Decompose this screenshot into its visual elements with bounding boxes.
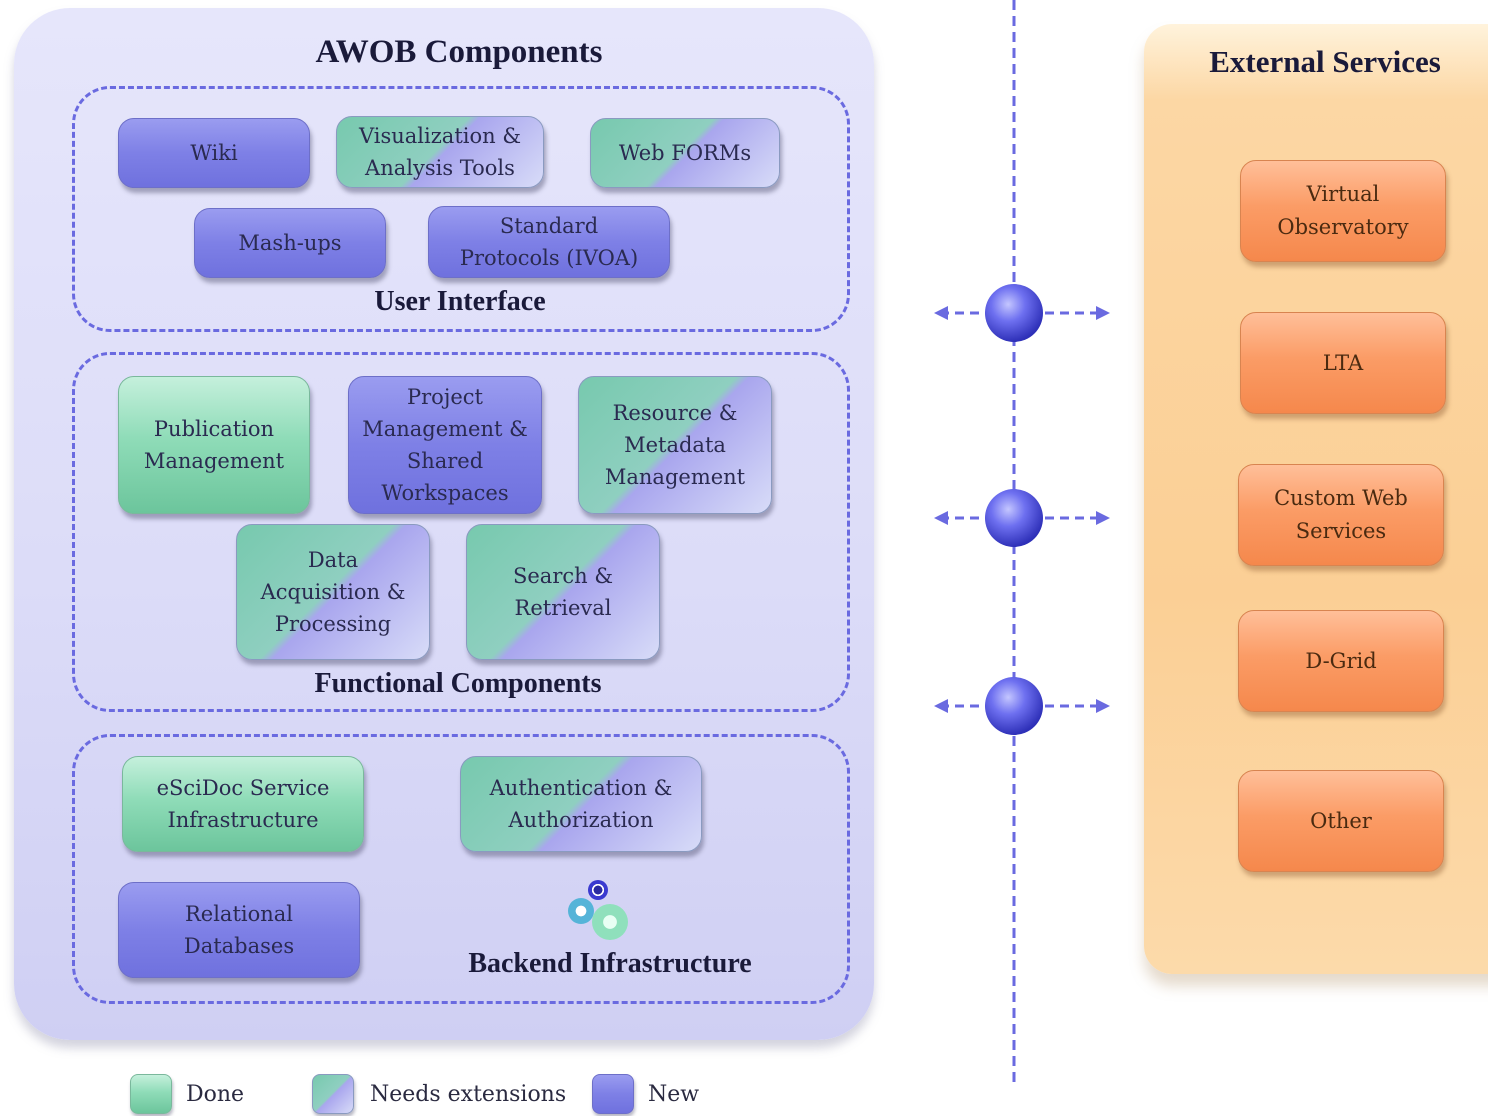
user-interface-label: User Interface — [374, 286, 546, 317]
escidoc-service-infrastructure-component[interactable]: eSciDoc Service Infrastructure — [122, 756, 364, 852]
wiki-component[interactable]: Wiki — [118, 118, 310, 188]
component-line: Resource & — [612, 401, 738, 425]
gear-small-icon — [588, 880, 608, 900]
component-line: Visualization & — [358, 124, 522, 148]
component-line: Shared — [406, 449, 484, 473]
mash-ups-component[interactable]: Mash-ups — [194, 208, 386, 278]
backend-infrastructure-label: Backend Infrastructure — [468, 948, 752, 979]
component-line: Web FORMs — [618, 141, 752, 165]
awob-title: AWOB Components — [315, 34, 603, 70]
component-line: Mash-ups — [238, 231, 342, 255]
functional-components-group — [72, 352, 850, 712]
component-line: Workspaces — [381, 481, 509, 505]
gear-medium-icon — [568, 898, 594, 924]
legend-new-label: New — [648, 1082, 700, 1107]
service-line: Other — [1310, 808, 1372, 833]
gears-icon — [566, 878, 632, 944]
service-line: LTA — [1322, 350, 1364, 375]
component-line: Publication — [153, 417, 275, 441]
legend-needs-extensions-swatch — [312, 1074, 354, 1114]
authentication-authorization-component[interactable]: Authentication & Authorization — [460, 756, 702, 852]
search-retrieval-component[interactable]: Search & Retrieval — [466, 524, 660, 660]
backend-infrastructure-group — [72, 734, 850, 1004]
custom-web-services-service[interactable]: Custom Web Services — [1238, 464, 1444, 566]
component-line: Retrieval — [514, 596, 612, 620]
web-forms-component[interactable]: Web FORMs — [590, 118, 780, 188]
virtual-observatory-service[interactable]: Virtual Observatory — [1240, 160, 1446, 262]
functional-components-label: Functional Components — [314, 668, 602, 699]
publication-management-component[interactable]: Publication Management — [118, 376, 310, 514]
component-line: Protocols (IVOA) — [459, 246, 639, 270]
component-line: Relational — [184, 902, 294, 926]
component-line: Metadata — [624, 433, 726, 457]
service-line: Services — [1295, 519, 1387, 543]
legend-needs-extensions-label: Needs extensions — [370, 1082, 567, 1107]
service-line: Observatory — [1277, 215, 1409, 239]
legend-done-swatch — [130, 1074, 172, 1114]
other-service[interactable]: Other — [1238, 770, 1444, 872]
component-line: Authorization — [508, 808, 654, 832]
component-line: eSciDoc Service — [156, 776, 330, 800]
legend-new-swatch — [592, 1074, 634, 1114]
component-line: Management — [604, 465, 746, 489]
lta-service[interactable]: LTA — [1240, 312, 1446, 414]
component-line: Standard — [499, 214, 599, 238]
relational-databases-component[interactable]: Relational Databases — [118, 882, 360, 978]
d-grid-service[interactable]: D-Grid — [1238, 610, 1444, 712]
connector-node-3 — [934, 677, 1110, 735]
component-line: Processing — [274, 612, 392, 636]
component-line: Project — [407, 385, 483, 409]
component-line: Wiki — [190, 141, 238, 165]
service-line: D-Grid — [1305, 648, 1377, 673]
visualization-analysis-tools-component[interactable]: Visualization & Analysis Tools — [336, 116, 544, 188]
data-acquisition-processing-component[interactable]: Data Acquisition & Processing — [236, 524, 430, 660]
external-services-title: External Services — [1209, 44, 1441, 79]
legend-done-label: Done — [186, 1082, 245, 1107]
user-interface-group — [72, 86, 850, 332]
project-management-component[interactable]: Project Management & Shared Workspaces — [348, 376, 542, 514]
component-line: Search & — [512, 564, 614, 588]
component-line: Databases — [183, 934, 295, 958]
component-line: Management & — [362, 417, 528, 441]
component-line: Data — [307, 548, 359, 572]
component-line: Analysis Tools — [365, 156, 515, 180]
service-line: Virtual — [1306, 182, 1380, 206]
resource-metadata-management-component[interactable]: Resource & Metadata Management — [578, 376, 772, 514]
service-line: Custom Web — [1274, 486, 1408, 510]
standard-protocols-component[interactable]: Standard Protocols (IVOA) — [428, 206, 670, 278]
component-line: Management — [143, 449, 285, 473]
connector-node-2 — [934, 489, 1110, 547]
component-line: Acquisition & — [260, 580, 406, 604]
component-line: Infrastructure — [167, 808, 319, 832]
gear-large-icon — [592, 904, 628, 940]
connector-node-1 — [934, 284, 1110, 342]
component-line: Authentication & — [489, 776, 673, 800]
